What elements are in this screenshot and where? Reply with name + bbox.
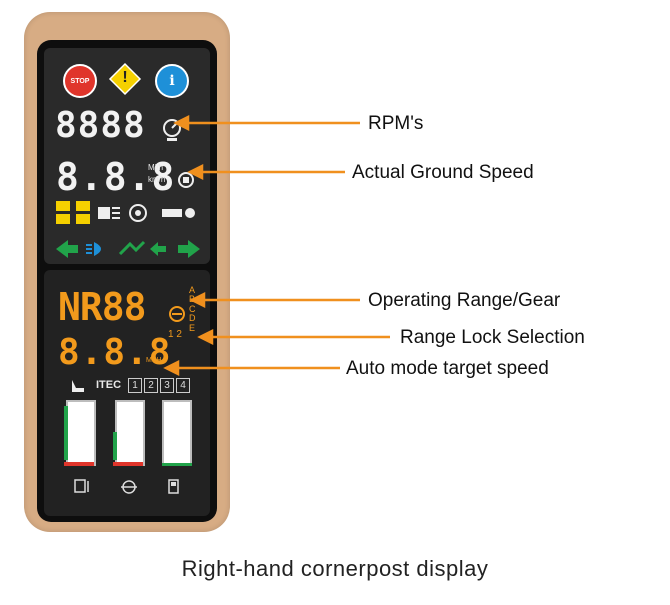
second-trailer-turn-icon — [150, 242, 166, 256]
transmission-icon — [119, 478, 139, 501]
fuel-level-gauge — [162, 400, 192, 466]
callout-gear: Operating Range/Gear — [368, 290, 561, 311]
gear-readout: NR88 — [58, 285, 147, 329]
differential-lock-icon — [56, 201, 70, 224]
engine-temp-gauge — [64, 400, 96, 466]
seat-icon — [68, 378, 86, 399]
beam-light-icon — [98, 207, 120, 219]
itec-step-boxes: 1 2 3 4 — [128, 378, 190, 393]
warning-lamp-icon: ! — [108, 62, 142, 96]
speed-unit-kmh: km/h — [148, 175, 166, 184]
itec-label: ITEC — [96, 379, 122, 391]
range-lock-numbers: 1 2 — [168, 329, 182, 340]
fuel-pump-icon — [166, 478, 186, 501]
range-letter-c: C — [189, 303, 196, 314]
stop-lamp-text: STOP — [70, 77, 90, 85]
range-letter-d: D — [189, 313, 196, 324]
speed-mode-icon — [176, 170, 196, 195]
itec-step-1: 1 — [128, 378, 142, 393]
speed-unit-mph: Mi/h — [148, 163, 164, 172]
itec-step-3: 3 — [160, 378, 174, 393]
range-letter-a: A — [189, 285, 196, 295]
hitch-icon — [162, 208, 195, 218]
info-lamp-text: i — [169, 73, 175, 89]
target-speed-unit: MPH — [146, 357, 162, 364]
turn-indicator-row — [54, 238, 204, 265]
range-lock-icon — [168, 305, 186, 328]
oil-pressure-gauge — [113, 400, 145, 466]
warning-lamp-text: ! — [122, 69, 128, 86]
info-lamp-icon: i — [155, 64, 189, 98]
target-speed-readout: 8.8.8 — [58, 332, 172, 373]
left-turn-arrow-icon — [56, 240, 78, 258]
itec-step-4: 4 — [176, 378, 190, 393]
callout-rpm: RPM's — [368, 113, 424, 134]
trailer-turn-icon — [118, 240, 146, 256]
callout-range-lock: Range Lock Selection — [400, 327, 585, 348]
right-turn-arrow-icon — [178, 240, 200, 258]
four-wheel-drive-icon — [76, 201, 90, 224]
pto-icon — [129, 204, 147, 222]
itec-step-2: 2 — [144, 378, 158, 393]
rpm-readout: 8888 — [55, 105, 146, 146]
indicator-row-icons — [54, 198, 204, 233]
headlight-icon — [86, 242, 101, 256]
coolant-temp-icon — [72, 478, 92, 501]
callout-target-speed: Auto mode target speed — [346, 358, 549, 379]
stop-lamp-icon: STOP — [63, 64, 97, 98]
callout-ground-speed: Actual Ground Speed — [352, 162, 534, 183]
figure-caption: Right-hand cornerpost display — [181, 556, 489, 581]
range-letter-e: E — [189, 322, 196, 333]
ground-speed-readout: 8.8.8 — [56, 155, 176, 199]
